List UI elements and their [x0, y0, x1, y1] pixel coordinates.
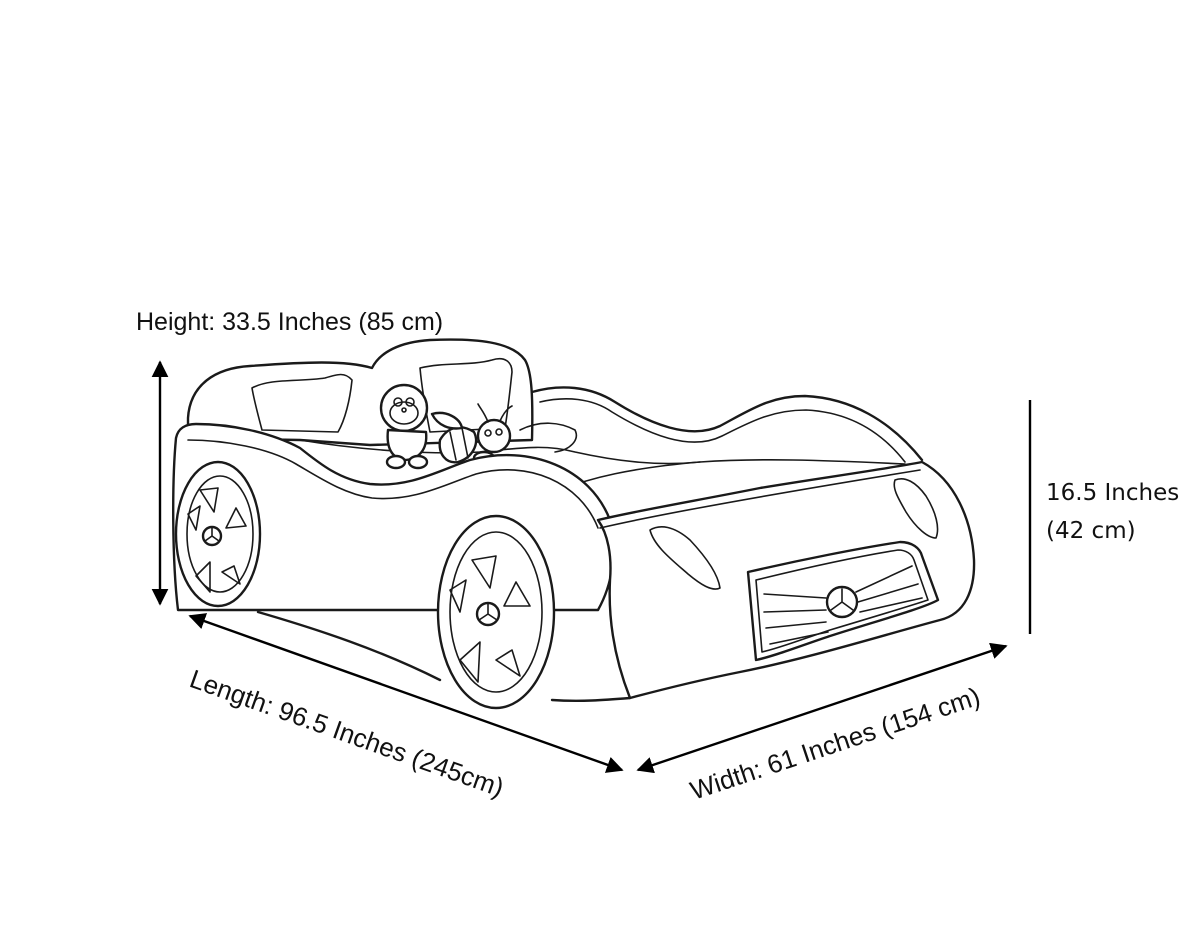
front-wheel [436, 514, 556, 710]
width-label: Width: 61 Inches (154 cm) [686, 681, 983, 806]
toy-bee-plush [430, 403, 513, 466]
grille [746, 540, 940, 662]
pillow-left [251, 373, 353, 433]
headlight-left [649, 526, 721, 590]
car-bed-illustration [172, 338, 976, 710]
rear-wheel [174, 460, 262, 608]
headlight-right [893, 478, 939, 539]
toy-cat-plush [379, 383, 429, 470]
width-arrow [636, 642, 1008, 774]
side-height-inches-label: 16.5 Inches [1046, 480, 1179, 506]
height-label: Height: 33.5 Inches (85 cm) [136, 308, 443, 336]
side-height-cm-label: (42 cm) [1046, 518, 1136, 544]
dimension-lines [151, 360, 1032, 774]
far-side-rail [530, 386, 924, 462]
length-arrow [188, 613, 624, 773]
